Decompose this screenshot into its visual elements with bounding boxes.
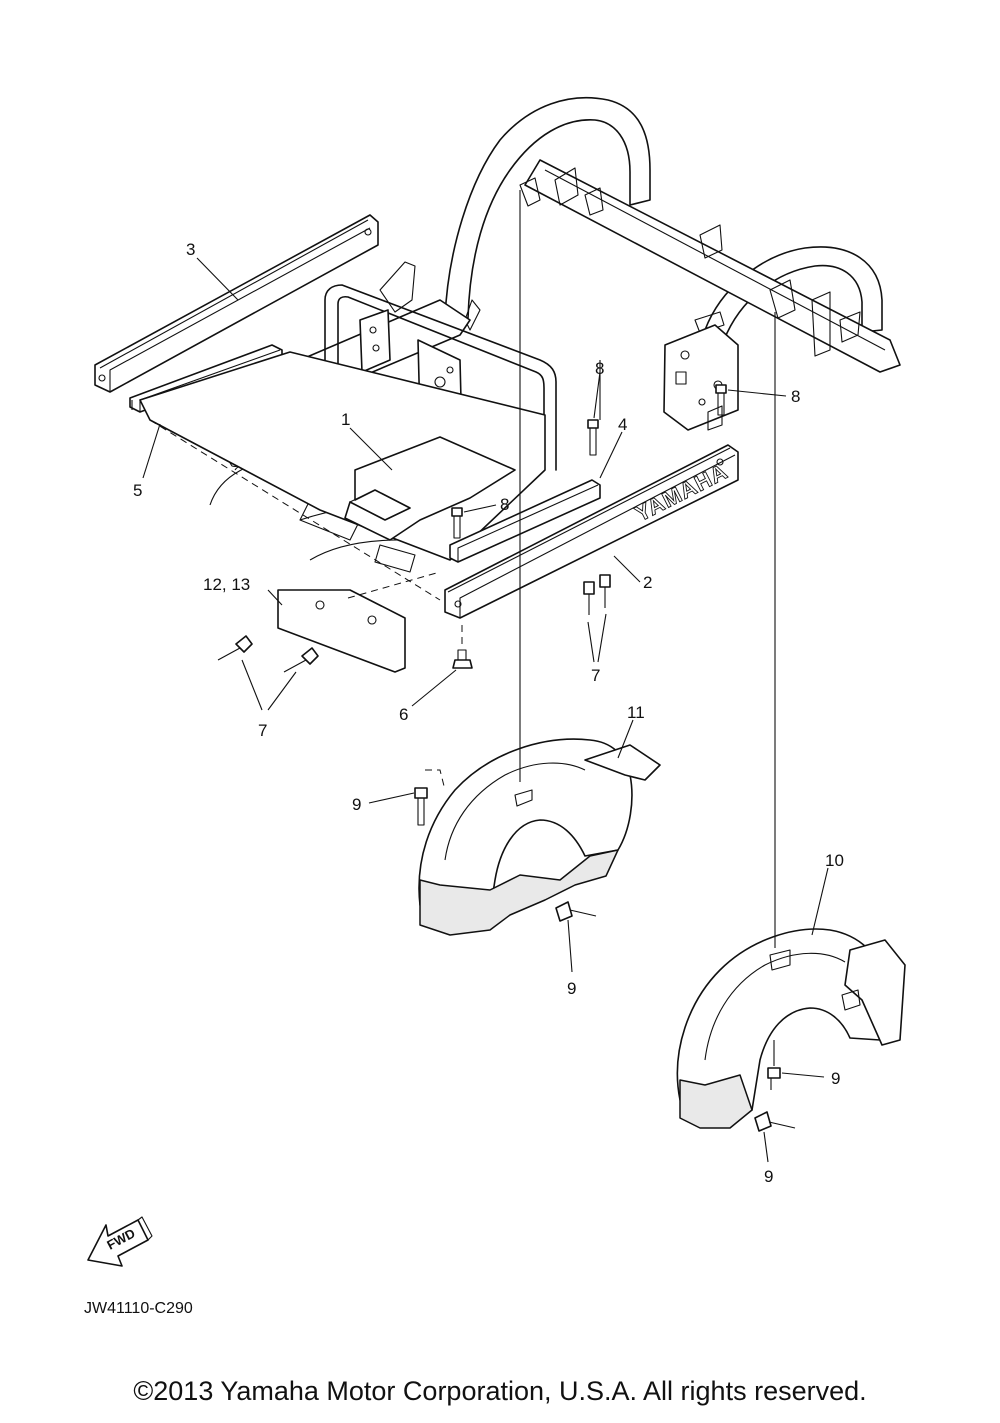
callout-3: 3: [186, 240, 195, 259]
callout-1: 1: [341, 410, 350, 429]
attachment-lines: [519, 190, 776, 1066]
callout-9-a: 9: [352, 795, 361, 814]
bolt-8-upper: [587, 419, 599, 456]
bolt-9-a: [414, 787, 428, 826]
callout-5: 5: [133, 481, 142, 500]
part-1-seat-plate: [344, 436, 516, 541]
callout-8-top: 8: [595, 359, 604, 378]
part-12-13-bracket-plate: [277, 571, 441, 673]
part-3-side-trim: [94, 214, 379, 393]
bolt-9-d: [754, 1111, 796, 1132]
callout-12-13: 12, 13: [203, 575, 250, 594]
callout-6: 6: [399, 705, 408, 724]
callout-8-right: 8: [791, 387, 800, 406]
part-11-fender-left: [418, 738, 661, 936]
callout-7-right: 7: [591, 666, 600, 685]
bolt-8-right: [715, 384, 727, 416]
fasteners: [217, 384, 796, 1132]
bolt-9-c: [767, 1067, 781, 1090]
rivet-7-pair-left: [217, 635, 319, 673]
callout-9-b: 9: [567, 979, 576, 998]
part-4-seat-rail: [449, 479, 601, 563]
part-10-fender-right: [676, 928, 906, 1129]
bolt-8-middle: [451, 507, 463, 539]
fwd-arrow-icon: FWD: [87, 1216, 153, 1267]
callout-11: 11: [627, 703, 645, 722]
bolt-9-b: [555, 901, 597, 922]
callout-10: 10: [825, 851, 844, 870]
callout-9-c: 9: [831, 1069, 840, 1088]
diagram-code: JW41110-C290: [84, 1300, 193, 1317]
callout-8-middle: 8: [500, 495, 509, 514]
callout-2: 2: [643, 573, 652, 592]
copyright-notice: ©2013 Yamaha Motor Corporation, U.S.A. A…: [133, 1376, 867, 1406]
callout-7-left: 7: [258, 721, 267, 740]
callout-labels: 1 2 3 4 5 6 7 7 8 8 8 9 9 9 9 10 11 12, …: [133, 240, 844, 1186]
leader-lines: [142, 257, 829, 1163]
callout-9-d: 9: [764, 1167, 773, 1186]
callout-4: 4: [618, 415, 627, 434]
grommet-6: [452, 625, 473, 669]
rivet-7-pair-right: [583, 574, 611, 615]
